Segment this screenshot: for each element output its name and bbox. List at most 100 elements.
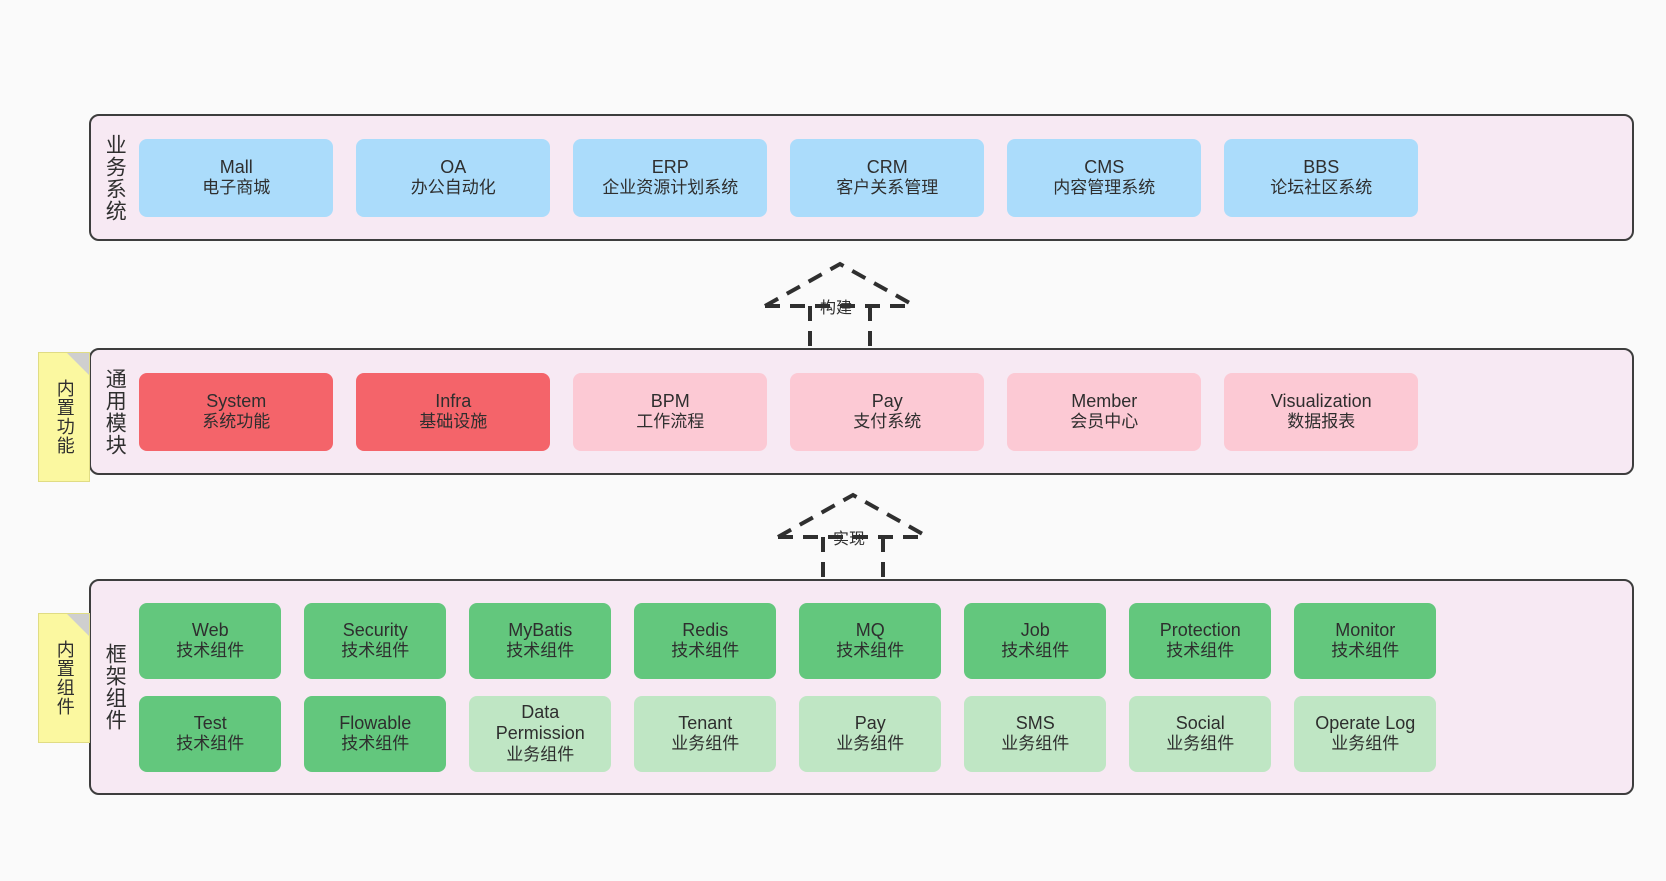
card-mybatis[interactable]: MyBatis 技术组件 [469,602,612,679]
card-bbs-en: BBS [1303,156,1340,177]
card-pay-component-cn: 业务组件 [836,734,905,754]
card-mq[interactable]: MQ 技术组件 [799,602,942,679]
card-operate-log-cn: 业务组件 [1331,734,1400,754]
card-system-cn: 系统功能 [202,412,271,432]
connector-implement-label: 实现 [833,531,866,548]
card-mq-en: MQ [855,619,885,640]
card-tenant-cn: 业务组件 [671,734,740,754]
note-builtin-components-text: 内置组件 [54,640,75,716]
card-visualization-en: Visualization [1270,390,1372,411]
connector-build: 构建 [755,258,945,353]
card-test-en: Test [193,712,227,733]
card-test[interactable]: Test 技术组件 [139,695,282,772]
layer-business-system-title: 业务系统 [103,133,127,222]
card-redis[interactable]: Redis 技术组件 [634,602,777,679]
card-operate-log[interactable]: Operate Log 业务组件 [1294,695,1437,772]
note-fold-icon [67,614,89,636]
card-bbs-cn: 论坛社区系统 [1270,178,1373,198]
card-oa[interactable]: OA 办公自动化 [356,138,551,217]
card-test-cn: 技术组件 [176,734,245,754]
card-mall[interactable]: Mall 电子商城 [139,138,334,217]
card-oa-cn: 办公自动化 [410,178,496,198]
card-bpm-cn: 工作流程 [636,412,705,432]
business-row-1: Mall 电子商城 OA 办公自动化 ERP 企业资源计划系统 CRM 客户关系… [139,138,1618,217]
card-social-cn: 业务组件 [1166,734,1235,754]
card-security[interactable]: Security 技术组件 [304,602,447,679]
card-tenant[interactable]: Tenant 业务组件 [634,695,777,772]
card-sms[interactable]: SMS 业务组件 [964,695,1107,772]
card-flowable[interactable]: Flowable 技术组件 [304,695,447,772]
card-erp-en: ERP [651,156,689,177]
card-mall-cn: 电子商城 [202,178,271,198]
card-member[interactable]: Member 会员中心 [1007,372,1202,451]
card-sms-cn: 业务组件 [1001,734,1070,754]
card-bpm-en: BPM [650,390,690,411]
card-data-permission-cn: 业务组件 [506,744,575,764]
card-social[interactable]: Social 业务组件 [1129,695,1272,772]
card-job[interactable]: Job 技术组件 [964,602,1107,679]
card-oa-en: OA [440,156,467,177]
card-protection[interactable]: Protection 技术组件 [1129,602,1272,679]
card-crm[interactable]: CRM 客户关系管理 [790,138,985,217]
card-pay-component[interactable]: Pay 业务组件 [799,695,942,772]
card-protection-cn: 技术组件 [1166,641,1235,661]
card-web-cn: 技术组件 [176,641,245,661]
layer-common-modules-body: System 系统功能 Infra 基础设施 BPM 工作流程 Pay 支付系统… [135,350,1632,473]
card-monitor-en: Monitor [1335,619,1396,640]
card-visualization[interactable]: Visualization 数据报表 [1224,372,1419,451]
note-builtin-features-text: 内置功能 [54,379,75,455]
card-social-en: Social [1175,712,1225,733]
card-cms[interactable]: CMS 内容管理系统 [1007,138,1202,217]
layer-framework-components: 框架组件 Web 技术组件 Security 技术组件 MyBatis 技术组件… [89,579,1634,795]
card-security-en: Security [342,619,408,640]
card-mybatis-cn: 技术组件 [506,641,575,661]
card-operate-log-en: Operate Log [1315,712,1416,733]
framework-row-1: Web 技术组件 Security 技术组件 MyBatis 技术组件 Redi… [139,602,1618,679]
card-cms-cn: 内容管理系统 [1053,178,1156,198]
card-infra-en: Infra [435,390,472,411]
framework-row-2: Test 技术组件 Flowable 技术组件 Data Permission … [139,695,1618,772]
connector-implement: 实现 [768,489,958,584]
card-pay-module[interactable]: Pay 支付系统 [790,372,985,451]
card-visualization-cn: 数据报表 [1287,412,1356,432]
card-protection-en: Protection [1159,619,1241,640]
card-data-permission[interactable]: Data Permission 业务组件 [469,695,612,772]
card-member-cn: 会员中心 [1070,412,1139,432]
layer-business-system: 业务系统 Mall 电子商城 OA 办公自动化 ERP 企业资源计划系统 CRM… [89,114,1634,241]
card-mq-cn: 技术组件 [836,641,905,661]
card-pay-module-en: Pay [871,390,903,411]
card-security-cn: 技术组件 [341,641,410,661]
card-pay-component-en: Pay [854,712,886,733]
card-job-cn: 技术组件 [1001,641,1070,661]
card-monitor-cn: 技术组件 [1331,641,1400,661]
card-erp-cn: 企业资源计划系统 [602,178,739,198]
layer-framework-components-body: Web 技术组件 Security 技术组件 MyBatis 技术组件 Redi… [135,581,1632,793]
card-monitor[interactable]: Monitor 技术组件 [1294,602,1437,679]
layer-common-modules-title: 通用模块 [103,367,127,456]
card-infra[interactable]: Infra 基础设施 [356,372,551,451]
card-data-permission-en: Data Permission [495,702,585,744]
card-web-en: Web [191,619,229,640]
card-member-en: Member [1071,390,1138,411]
card-mybatis-en: MyBatis [508,619,573,640]
card-mall-en: Mall [219,156,253,177]
card-bpm[interactable]: BPM 工作流程 [573,372,768,451]
card-flowable-en: Flowable [339,712,412,733]
card-cms-en: CMS [1084,156,1125,177]
modules-row-1: System 系统功能 Infra 基础设施 BPM 工作流程 Pay 支付系统… [139,372,1618,451]
card-tenant-en: Tenant [678,712,733,733]
card-flowable-cn: 技术组件 [341,734,410,754]
layer-business-system-body: Mall 电子商城 OA 办公自动化 ERP 企业资源计划系统 CRM 客户关系… [135,116,1632,239]
card-redis-cn: 技术组件 [671,641,740,661]
card-erp[interactable]: ERP 企业资源计划系统 [573,138,768,217]
card-system[interactable]: System 系统功能 [139,372,334,451]
card-infra-cn: 基础设施 [419,412,488,432]
note-fold-icon [67,353,89,375]
card-system-en: System [206,390,267,411]
note-builtin-components: 内置组件 [38,613,90,743]
card-bbs[interactable]: BBS 论坛社区系统 [1224,138,1419,217]
layer-framework-components-title: 框架组件 [103,643,127,731]
card-web[interactable]: Web 技术组件 [139,602,282,679]
layer-common-modules: 通用模块 System 系统功能 Infra 基础设施 BPM 工作流程 Pay… [89,348,1634,475]
